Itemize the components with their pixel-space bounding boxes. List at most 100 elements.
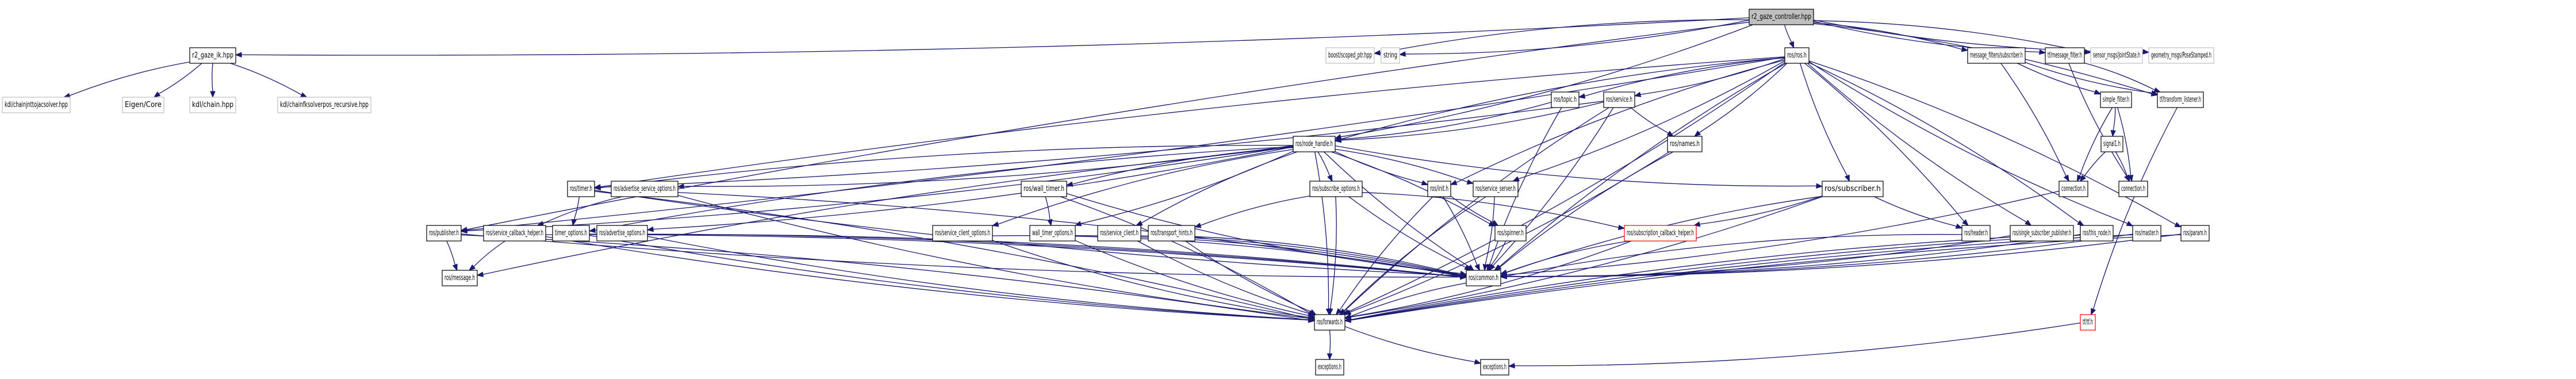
edge-line	[1329, 330, 1331, 354]
edge-line	[1072, 147, 1294, 185]
nodes-layer: r2_gaze_controller.hppr2_gaze_ik.hppkdl/…	[2, 9, 2214, 376]
node-exceptions2[interactable]: exceptions.h	[1480, 359, 1509, 376]
edge-line	[1343, 196, 1486, 312]
node-box	[596, 225, 648, 242]
edge-line	[1339, 196, 1433, 311]
node-ros-param[interactable]: ros/param.h	[2180, 225, 2210, 242]
edge-line	[1813, 20, 2086, 52]
node-box	[1029, 225, 1076, 242]
edge-line	[595, 146, 1294, 231]
node-tf-mf[interactable]: tf/message_filter.h	[2045, 47, 2085, 64]
node-sub-opts[interactable]: ros/subscribe_options.h	[1309, 181, 1363, 197]
node-exceptions1[interactable]: exceptions.h	[1315, 359, 1344, 376]
node-box	[1967, 47, 2026, 64]
node-signal1[interactable]: signal1.h	[2100, 136, 2123, 152]
node-transport-hints[interactable]: ros/transport_hints.h	[1148, 225, 1195, 242]
node-single-sub-pub[interactable]: ros/single_subscriber_publisher.h	[2010, 225, 2074, 242]
edge-line	[1335, 145, 1817, 187]
node-box	[1784, 47, 1810, 64]
node-srv-client[interactable]: ros/service_client.h	[1097, 225, 1141, 242]
node-node-handle[interactable]: ros/node_handle.h	[1293, 136, 1336, 152]
edge-line	[2017, 63, 2095, 93]
node-box	[2132, 225, 2161, 242]
node-gaze-ik[interactable]: r2_gaze_ik.hpp	[189, 47, 236, 64]
edge-line	[1379, 19, 1750, 53]
edge-line	[1813, 20, 2144, 52]
edge-line	[466, 56, 1785, 231]
edge-ros_names-to-ros_common	[1494, 151, 1674, 271]
node-srv-server[interactable]: ros/service_server.h	[1473, 181, 1519, 197]
edge-line	[1340, 24, 1753, 137]
node-label: ros/service.h	[1606, 95, 1632, 104]
edge-line	[1329, 196, 1337, 309]
node-adv-opts[interactable]: ros/advertise_options.h	[596, 225, 648, 242]
edge-node_handle-to-wall_timer	[1065, 147, 1294, 187]
node-box	[483, 225, 546, 242]
edge-line	[589, 235, 1309, 320]
edge-line	[600, 144, 1294, 189]
node-ros-service[interactable]: ros/service.h	[1603, 91, 1635, 108]
node-ros-master[interactable]: ros/master.h	[2132, 225, 2161, 242]
edge-ros_ros-to-ros_publisher	[460, 56, 1785, 233]
arrowhead-icon	[1464, 265, 1471, 271]
node-ros-common[interactable]: ros/common.h	[1466, 270, 1501, 286]
node-box	[1480, 359, 1509, 376]
edge-line	[1506, 240, 1630, 273]
node-box	[567, 181, 595, 197]
node-ros-message[interactable]: ros/message.h	[442, 270, 478, 286]
edge-line	[1335, 148, 1468, 183]
node-label: r2_gaze_controller.hpp	[1751, 13, 1811, 21]
edge-line	[1456, 59, 1785, 183]
edge-line	[1405, 20, 1750, 55]
node-simple-filter[interactable]: simple_filter.h	[2100, 91, 2132, 108]
node-ros-init[interactable]: ros/init.h	[1427, 181, 1451, 197]
edge-this_node-to-ros_forwards	[1344, 235, 2081, 323]
node-ros-timer[interactable]: ros/timer.h	[567, 181, 595, 197]
node-wall-timer[interactable]: ros/wall_timer.h	[1021, 181, 1067, 197]
node-sub-cb-helper[interactable]: ros/subscription_callback_helper.h	[1624, 225, 1697, 242]
node-box	[2080, 314, 2096, 331]
arrowhead-icon	[1194, 223, 1202, 228]
edge-line	[1350, 234, 2182, 321]
node-this-node[interactable]: ros/this_node.h	[2080, 225, 2114, 242]
arrowhead-icon	[1512, 176, 1520, 182]
edge-node_handle-to-srv_server	[1335, 148, 1474, 185]
node-ros-names[interactable]: ros/names.h	[1667, 136, 1703, 152]
arrowhead-icon	[1500, 271, 1508, 278]
node-label: timer_options.h	[555, 229, 587, 238]
edge-line	[2113, 107, 2116, 131]
arrowhead-icon	[1482, 263, 1488, 271]
edge-line	[1485, 196, 1495, 265]
node-ros-topic[interactable]: ros/topic.h	[1551, 91, 1580, 108]
node-srv-client-opts[interactable]: ros/service_client_options.h	[932, 225, 993, 242]
node-ros-subscriber[interactable]: ros/subscriber.h	[1822, 181, 1884, 197]
arrowhead-icon	[2084, 49, 2092, 55]
arrowhead-icon	[1962, 219, 1969, 226]
edge-line	[1335, 151, 1423, 183]
arrowhead-icon	[460, 228, 467, 234]
node-ros-header[interactable]: ros/header.h	[1961, 225, 1991, 242]
node-connection1[interactable]: connection.h	[2058, 181, 2088, 197]
node-ros-forwards[interactable]: ros/forwards.h	[1314, 314, 1346, 331]
node-spinner[interactable]: ros/spinner.h	[1494, 225, 1527, 242]
node-label: simple_filter.h	[2103, 95, 2129, 104]
node-box	[2157, 91, 2204, 108]
edge-line	[1800, 63, 1848, 177]
node-ros-publisher[interactable]: ros/publisher.h	[426, 225, 462, 242]
edge-line	[1630, 107, 1669, 133]
node-srv-cb-helper[interactable]: ros/service_callback_helper.h	[483, 225, 546, 242]
node-mf-sub[interactable]: message_filters/subscriber.h	[1967, 47, 2026, 64]
node-adv-srv-opts[interactable]: ros/advertise_service_options.h	[611, 181, 678, 197]
arrowhead-icon	[1373, 50, 1381, 56]
node-timer-opts[interactable]: timer_options.h	[552, 225, 590, 242]
arrowhead-icon	[1578, 93, 1586, 99]
node-root[interactable]: r2_gaze_controller.hpp	[1749, 9, 1814, 25]
node-tf-listener[interactable]: tf/transform_listener.h	[2157, 91, 2204, 108]
node-label: sensor_msgs/JointState.h	[2093, 51, 2140, 60]
node-tf-tf[interactable]: tf/tf.h	[2080, 314, 2096, 331]
edge-line	[241, 17, 1750, 56]
node-ros-ros[interactable]: ros/ros.h	[1784, 47, 1810, 64]
edge-line	[1045, 196, 1051, 220]
node-wall-timer-opts[interactable]: wall_timer_options.h	[1029, 225, 1076, 242]
node-connection2[interactable]: connection.h	[2118, 181, 2148, 197]
